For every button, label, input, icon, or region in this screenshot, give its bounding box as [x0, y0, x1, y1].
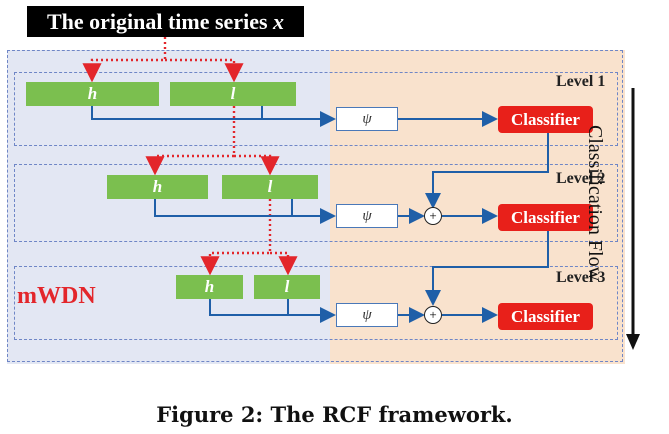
- level-2-box: [14, 164, 618, 242]
- title-text: The original time series: [46, 9, 274, 34]
- input-series-title: The original time series x: [27, 6, 304, 37]
- title-variable: x: [273, 9, 285, 34]
- level-2-psi-box: ψ: [336, 204, 398, 228]
- level-3-l-box: l: [254, 275, 320, 299]
- classification-flow-label: Classification Flow: [584, 124, 606, 282]
- level-3-classifier: Classifier: [498, 303, 593, 330]
- level-3-sum-node: +: [424, 306, 442, 324]
- level-1-h-box: h: [26, 82, 159, 106]
- level-2-sum-node: +: [424, 207, 442, 225]
- level-1-l-box: l: [170, 82, 296, 106]
- figure-caption: Figure 2: The RCF framework.: [156, 402, 513, 427]
- level-3-box: [14, 266, 618, 340]
- level-3-psi-box: ψ: [336, 303, 398, 327]
- level-1-classifier: Classifier: [498, 106, 593, 133]
- level-2-classifier: Classifier: [498, 204, 593, 231]
- level-3-label: Level 3: [556, 269, 606, 286]
- level-1-box: [14, 72, 618, 146]
- level-1-label: Level 1: [556, 73, 606, 90]
- level-2-l-box: l: [222, 175, 318, 199]
- level-1-psi-box: ψ: [336, 107, 398, 131]
- framework-outer-border: [7, 50, 623, 362]
- level-2-label: Level 2: [556, 170, 606, 187]
- level-2-h-box: h: [107, 175, 208, 199]
- mwdn-label: mWDN: [17, 283, 96, 309]
- level-3-h-box: h: [176, 275, 243, 299]
